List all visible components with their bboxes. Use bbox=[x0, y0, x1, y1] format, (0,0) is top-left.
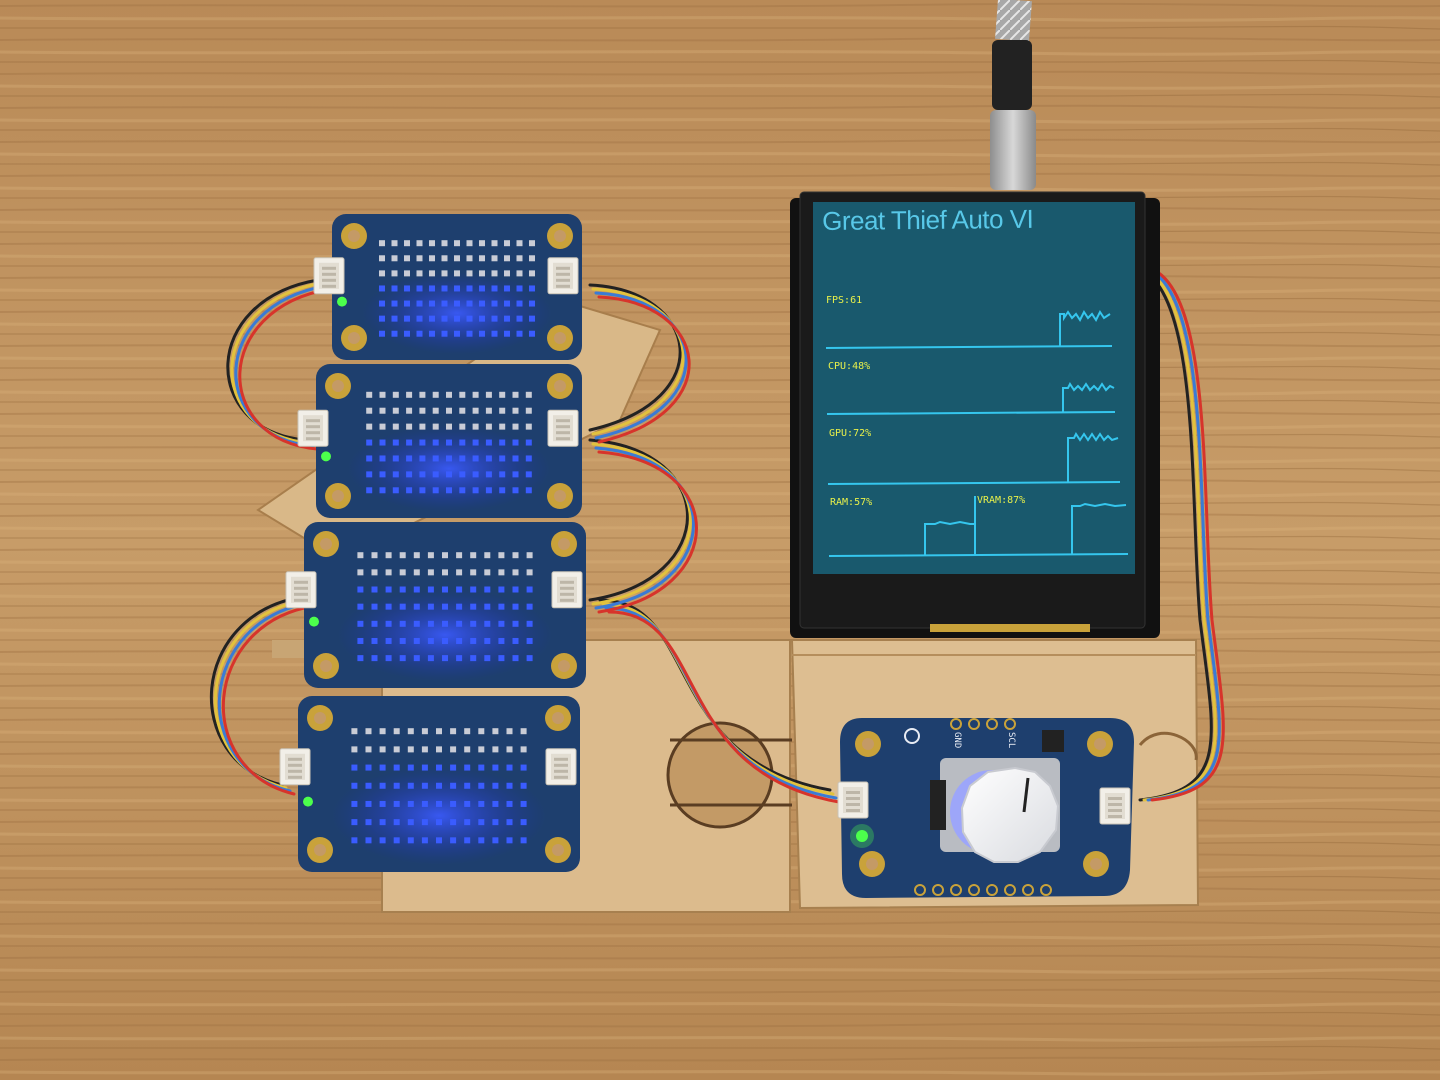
lcd-graph-trace bbox=[1059, 310, 1111, 346]
lcd-graph-trace bbox=[826, 411, 1116, 415]
led-matrix-board bbox=[297, 364, 582, 518]
lcd-title: Great Thief Auto VI bbox=[822, 203, 1034, 236]
lcd-graph-trace bbox=[1062, 382, 1115, 412]
lcd-graph-trace bbox=[828, 553, 1129, 557]
led-matrix-board bbox=[313, 214, 582, 360]
led-matrix-board bbox=[285, 522, 586, 688]
encoder-board bbox=[837, 718, 1134, 898]
led-matrix-board bbox=[279, 696, 580, 872]
ram-label: RAM:57% bbox=[830, 497, 873, 508]
usb-cable bbox=[990, 0, 1036, 190]
lcd-graph-trace bbox=[827, 481, 1121, 485]
fps-label: FPS:61 bbox=[826, 295, 863, 306]
led-matrix-boards bbox=[279, 214, 586, 872]
cpu-label: CPU:48% bbox=[828, 361, 871, 372]
lcd-graph-trace bbox=[1067, 432, 1119, 482]
lcd-display bbox=[790, 191, 1160, 638]
pin-label-scl: SCL bbox=[1006, 732, 1016, 749]
lcd-graph-trace bbox=[924, 520, 975, 556]
pin-label-gnd: GND bbox=[952, 732, 962, 749]
gpu-label: GPU:72% bbox=[829, 428, 872, 439]
lcd-graph-trace bbox=[1071, 502, 1127, 554]
lcd-graph-trace bbox=[825, 345, 1113, 349]
vram-label: VRAM:87% bbox=[977, 495, 1026, 506]
qwiic-cables bbox=[209, 268, 1225, 804]
